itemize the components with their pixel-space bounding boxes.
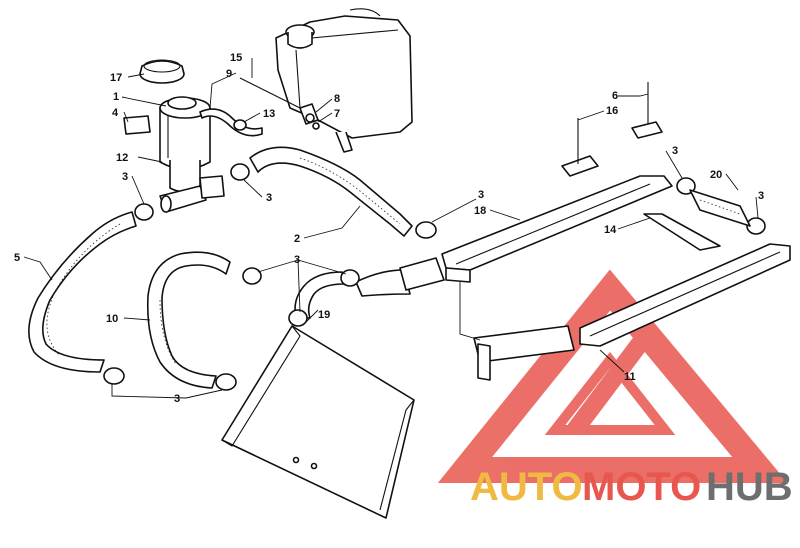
callout-14: 14	[604, 224, 617, 236]
small-clamp	[233, 119, 247, 131]
screw	[239, 77, 301, 109]
callout-17: 17	[110, 72, 122, 84]
hose-20	[689, 189, 751, 227]
callout-20: 20	[710, 169, 722, 181]
callout-3-f: 3	[758, 190, 764, 202]
callout-3-g: 3	[174, 393, 180, 405]
pressure-cap	[139, 59, 185, 84]
callout-4: 4	[112, 107, 119, 119]
overflow-hose	[199, 108, 263, 137]
nut	[312, 122, 320, 130]
callout-3-a: 3	[122, 171, 128, 183]
callout-1: 1	[113, 91, 119, 103]
callout-labels: 17 1 4 12 15 9 13 8 7 3 3 3 3 3 3 3 5 10…	[14, 52, 764, 405]
heat-exchanger-11	[473, 243, 791, 381]
callout-6: 6	[612, 90, 618, 102]
watermark-moto: MOTO	[582, 465, 701, 509]
radiator-shield-plate	[221, 325, 415, 519]
watermark-triangle-logo	[437, 269, 788, 483]
watermark-hub: HUB	[706, 465, 793, 509]
heat-exchanger-18	[399, 175, 673, 291]
leader-lines	[23, 58, 759, 399]
mount-brackets	[561, 82, 663, 177]
expansion-tank	[159, 96, 211, 193]
callout-7: 7	[334, 108, 340, 120]
hose-5	[28, 211, 137, 373]
callout-13: 13	[263, 108, 275, 120]
hose-2	[249, 146, 413, 237]
watermark-text: AUTO MOTO HUB	[470, 465, 793, 509]
callout-12: 12	[116, 152, 128, 164]
washer	[305, 113, 315, 123]
callout-15: 15	[230, 52, 242, 64]
hose-10	[146, 251, 231, 389]
callout-3-b: 3	[266, 192, 272, 204]
callout-3-d: 3	[478, 189, 484, 201]
decal-label	[123, 115, 151, 135]
callout-18: 18	[474, 205, 486, 217]
rail-14	[643, 213, 721, 251]
callout-9: 9	[226, 68, 232, 80]
callout-3-e: 3	[672, 145, 678, 157]
callout-16: 16	[606, 105, 618, 117]
callout-10: 10	[106, 313, 118, 325]
callout-8: 8	[334, 93, 340, 105]
callout-2: 2	[294, 233, 300, 245]
callout-19: 19	[318, 309, 330, 321]
watermark-auto: AUTO	[470, 465, 583, 509]
tee-fitting	[159, 175, 225, 213]
callout-5: 5	[14, 252, 20, 264]
callout-3-c: 3	[294, 254, 300, 266]
coolant-reservoir-tank	[275, 8, 413, 153]
callout-11: 11	[624, 371, 636, 383]
